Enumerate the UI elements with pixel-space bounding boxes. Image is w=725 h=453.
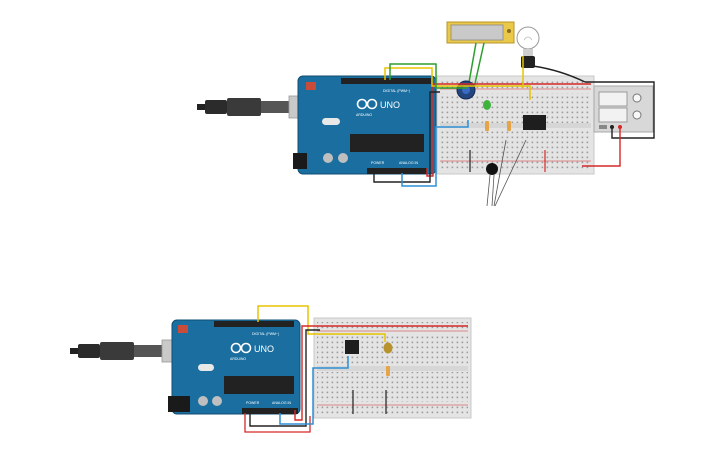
relay[interactable] xyxy=(523,115,546,130)
wire-black xyxy=(373,91,440,183)
arduino-uno[interactable]: UNO ARDUINO DIGITAL (PWM~) POWER ANALOG … xyxy=(293,75,437,175)
digital-header-label: DIGITAL (PWM~) xyxy=(252,332,279,336)
wire-black xyxy=(585,81,655,139)
analog-header-label: ANALOG IN xyxy=(272,401,292,405)
lcd-wire xyxy=(473,42,485,89)
lcd-display[interactable] xyxy=(446,21,515,44)
led-yellow[interactable] xyxy=(383,342,393,354)
top-circuit: UNO ARDUINO DIGITAL (PWM~) POWER ANALOG … xyxy=(197,21,655,207)
arduino-uno[interactable]: UNO ARDUINO DIGITAL (PWM~) POWER ANALOG … xyxy=(168,319,301,415)
analog-header-label: ANALOG IN xyxy=(399,161,419,165)
wire-green xyxy=(389,63,468,89)
wire-red xyxy=(294,325,468,421)
wire-yellow xyxy=(257,305,386,342)
resistor[interactable] xyxy=(485,121,511,131)
wire-blue xyxy=(279,356,349,425)
arduino-brand-label: ARDUINO xyxy=(356,113,372,117)
bulb-wire xyxy=(532,65,586,83)
light-bulb[interactable] xyxy=(516,26,540,68)
power-supply[interactable] xyxy=(593,85,654,133)
wire-black xyxy=(249,329,320,427)
resistor[interactable] xyxy=(386,366,390,376)
arduino-brand-label: ARDUINO xyxy=(230,357,246,361)
wire-red xyxy=(426,83,591,177)
digital-header-label: DIGITAL (PWM~) xyxy=(383,89,410,93)
arduino-model-label: UNO xyxy=(254,344,274,354)
wire-blue xyxy=(401,120,469,187)
wire-red xyxy=(244,413,311,433)
usb-cable[interactable] xyxy=(70,339,187,363)
arduino-model-label: UNO xyxy=(380,100,400,110)
usb-cable[interactable] xyxy=(197,95,312,119)
bottom-circuit: UNO ARDUINO DIGITAL (PWM~) POWER ANALOG … xyxy=(70,305,472,433)
wire-red xyxy=(582,128,621,167)
led-green[interactable] xyxy=(483,100,491,110)
temperature-sensor[interactable] xyxy=(345,340,359,354)
lcd-wire xyxy=(467,42,477,89)
buzzer[interactable] xyxy=(486,139,527,207)
arduino-logo-icon xyxy=(230,342,252,354)
arduino-logo-icon xyxy=(356,98,378,110)
wire-yellow xyxy=(384,67,531,100)
power-header-label: POWER xyxy=(371,161,385,165)
power-header-label: POWER xyxy=(246,401,260,405)
